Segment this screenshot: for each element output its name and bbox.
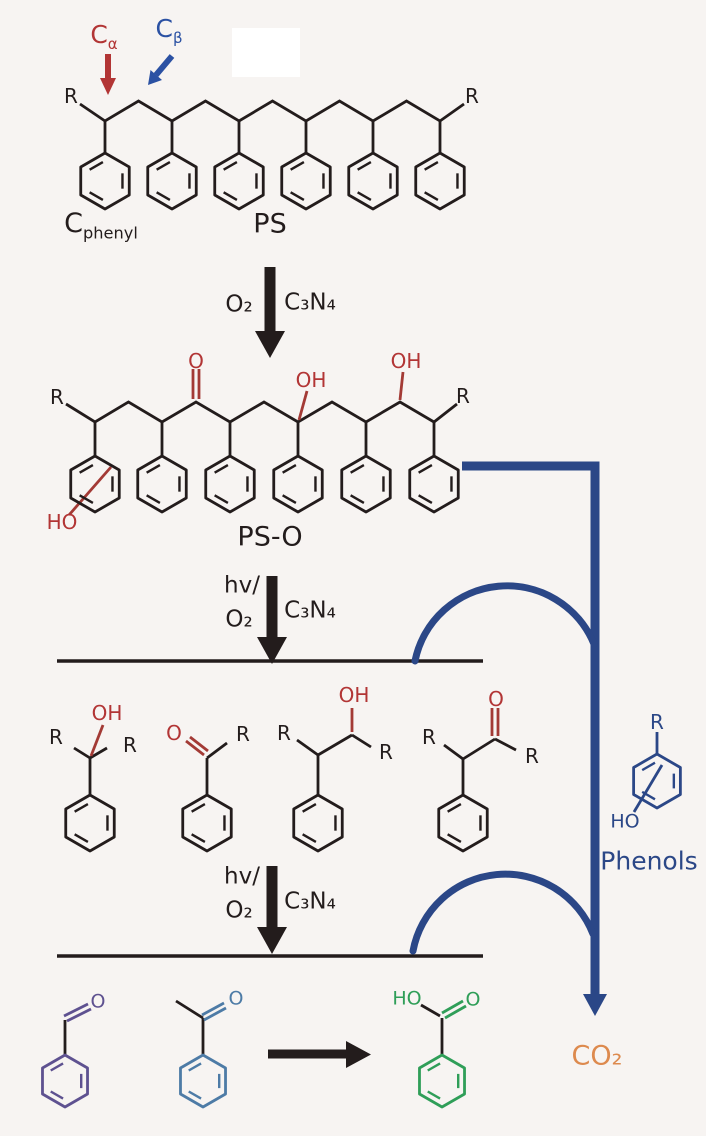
step3-catalyst-label: C₃N₄ [284,888,336,915]
step2-reagent-line2-label: O₂ [225,606,253,633]
ps-r-right-label: R [465,84,479,108]
c-phenyl-label: Cphenyl [64,208,138,243]
fragment4-o-label: O [488,687,504,711]
fragment4-r-left-label: R [422,725,436,749]
step3-reagent-line2-label: O₂ [225,897,253,924]
benzoic-acid-ho-label: HO [392,987,422,1010]
c-alpha-arrow [100,54,116,95]
step2-arrow [257,576,287,664]
ps-o-r-left-label: R [50,385,64,409]
phenol-r-label: R [650,710,664,734]
ps-backbone [79,99,465,123]
phenols-co2-pathway-arrow [409,461,607,1016]
ps-label: PS [253,208,287,240]
fragment1-r-left-label: R [49,725,63,749]
fragment2-r-label: R [236,722,250,746]
benzaldehyde-o-label: O [90,990,106,1013]
ps-o-ketone-o-label: O [188,349,204,373]
step1-reagent-label: O₂ [225,291,253,318]
ps-r-left-label: R [64,84,78,108]
fragment1-oh-label: OH [91,701,123,725]
fragment3-r-right-label: R [379,740,393,764]
c-beta-label: Cβ [155,14,183,47]
phenols-label: Phenols [600,846,698,876]
fragment2-o-label: O [166,721,182,745]
ps-o-label: PS-O [237,521,303,553]
step1-arrow [255,267,285,358]
fragment1-r-right-label: R [123,733,137,757]
structure-bonds [63,121,664,1055]
benzoic-acid-arrow [268,1041,371,1068]
co2-label: CO₂ [571,1040,623,1072]
fragment3-oh-label: OH [338,683,370,707]
acetophenone-o-label: O [228,987,244,1010]
ps-o-right-oh-label: OH [390,349,422,373]
ps-o-r-right-label: R [456,384,470,408]
benzene-rings [41,151,682,1109]
ps-o-ring-ho-label: HO [46,510,78,534]
step1-catalyst-label: C₃N₄ [284,289,336,316]
step3-reagent-line1-label: hv/ [224,863,260,890]
phenol-ho-label: HO [610,810,640,833]
c-alpha-label: Cα [90,20,118,53]
benzoic-acid-o-label: O [465,988,481,1011]
c-beta-arrow [148,54,175,85]
step3-arrow [257,866,287,954]
step2-reagent-line1-label: hv/ [224,572,260,599]
blank-patch [232,28,300,77]
fragment3-r-left-label: R [277,721,291,745]
ps-o-mid-oh-label: OH [295,368,327,392]
fragment4-r-right-label: R [525,744,539,768]
ps-o-backbone [65,400,458,424]
step2-catalyst-label: C₃N₄ [284,597,336,624]
